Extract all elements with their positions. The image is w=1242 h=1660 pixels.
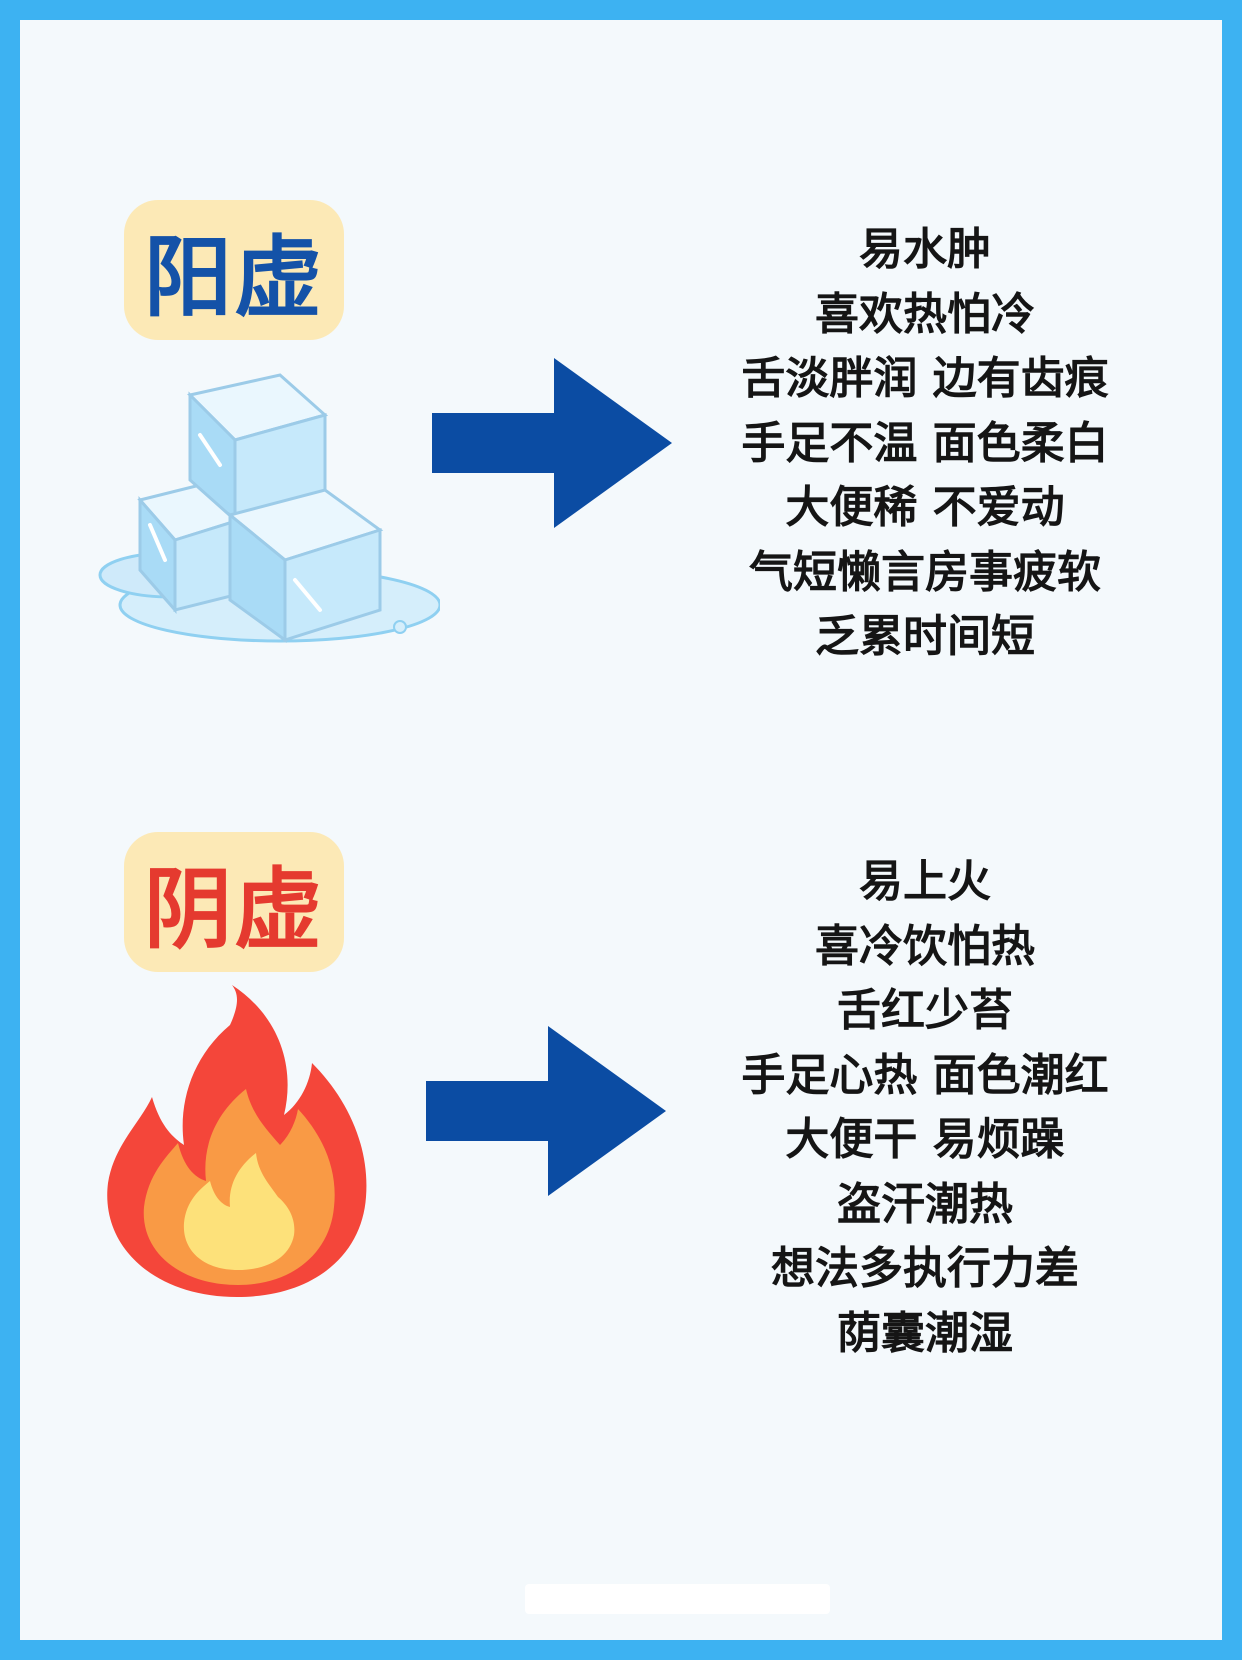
symptom-item: 大便稀 不爱动: [785, 482, 1065, 533]
right-arrow-icon: [432, 358, 672, 528]
yang-deficiency-title: 阳虚: [124, 200, 344, 340]
symptom-item: 想法多执行力差: [771, 1243, 1079, 1294]
symptom-item: 乏累时间短: [815, 611, 1035, 662]
obscured-watermark-bar: [525, 1584, 830, 1614]
fire-icon: [107, 985, 367, 1297]
yin-deficiency-title: 阴虚: [124, 832, 344, 972]
yang-symptom-list: 易水肿 喜欢热怕冷 舌淡胖润 边有齿痕 手足不温 面色柔白 大便稀 不爱动 气短…: [680, 218, 1170, 670]
symptom-item: 大便干 易烦躁: [785, 1114, 1065, 1165]
symptom-item: 喜冷饮怕热: [815, 920, 1035, 972]
symptom-item: 易上火: [859, 856, 991, 907]
symptom-item: 盗汗潮热: [837, 1178, 1013, 1230]
yin-symptom-list: 易上火 喜冷饮怕热 舌红少苔 手足心热 面色潮红 大便干 易烦躁 盗汗潮热 想法…: [680, 850, 1170, 1366]
symptom-item: 舌淡胖润 边有齿痕: [741, 353, 1109, 404]
symptom-item: 手足不温 面色柔白: [741, 417, 1109, 469]
symptom-item: 易水肿: [859, 224, 991, 275]
right-arrow-icon: [426, 1026, 666, 1196]
symptom-item: 气短懒言房事疲软: [749, 546, 1101, 598]
symptom-item: 舌红少苔: [837, 985, 1013, 1036]
symptom-item: 荫囊潮湿: [837, 1307, 1013, 1359]
symptom-item: 手足心热 面色潮红: [741, 1049, 1109, 1101]
ice-cubes-icon: [98, 373, 440, 643]
symptom-item: 喜欢热怕冷: [815, 288, 1035, 340]
